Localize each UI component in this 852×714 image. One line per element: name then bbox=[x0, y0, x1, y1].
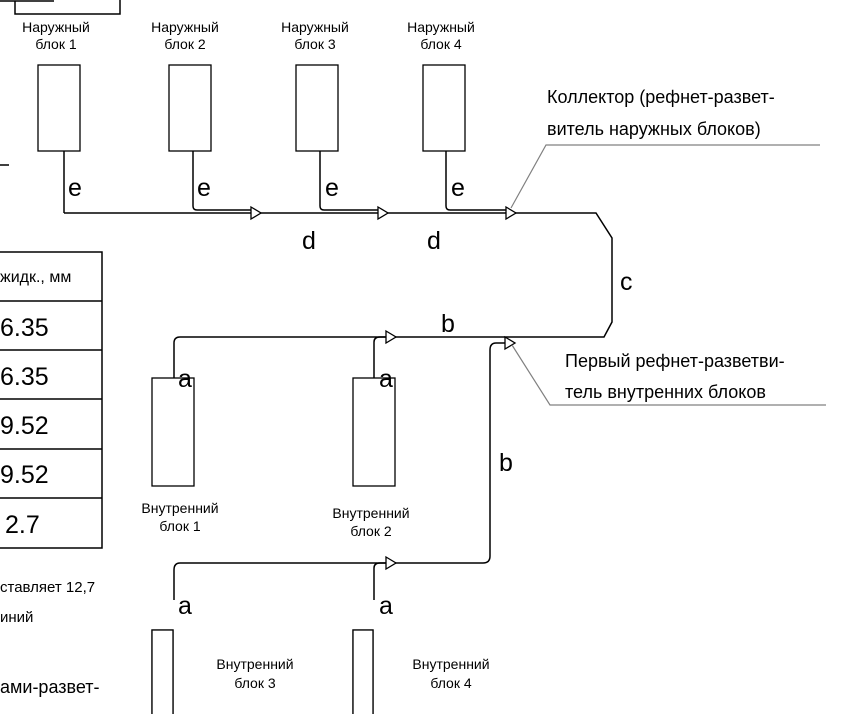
collector-note: Коллектор (рефнет-развет- bbox=[547, 87, 775, 107]
segment-label-d: d bbox=[427, 227, 441, 255]
segment-label-e: e bbox=[197, 174, 211, 202]
outdoor-unit-3-box bbox=[295, 64, 339, 152]
note-fragment: ами-развет- bbox=[0, 677, 100, 697]
segment-label-d: d bbox=[302, 227, 316, 255]
outdoor-unit-3-label: блок 3 bbox=[294, 36, 336, 52]
indoor-unit-3-label: Внутренний bbox=[216, 656, 293, 672]
indoor-unit-3-box bbox=[151, 629, 174, 714]
indoor-unit-4-label: блок 4 bbox=[430, 675, 472, 691]
indoor-unit-1-label: Внутренний bbox=[141, 500, 218, 516]
indoor-unit-1-label: блок 1 bbox=[159, 518, 201, 534]
outdoor-unit-2-label: Наружный bbox=[151, 19, 219, 35]
top-frame-edge bbox=[0, 0, 121, 15]
table-cell: 6.35 bbox=[0, 314, 49, 342]
refnet-arrow bbox=[385, 555, 398, 571]
table-header: жидк., мм bbox=[0, 269, 71, 286]
table-cell: 6.35 bbox=[0, 363, 49, 391]
segment-label-b: b bbox=[441, 310, 455, 338]
refnet-arrow bbox=[377, 205, 390, 221]
outdoor-unit-1-box bbox=[37, 64, 81, 152]
pipe-a-4 bbox=[373, 562, 386, 600]
refnet-arrow bbox=[250, 205, 263, 221]
first-refnet-leader bbox=[511, 344, 826, 406]
first-refnet-note: тель внутренних блоков bbox=[565, 382, 766, 402]
segment-label-c: c bbox=[620, 268, 633, 296]
segment-label-e: e bbox=[68, 174, 82, 202]
pipe-e-2 bbox=[192, 151, 251, 211]
note-fragment: ставляет 12,7 bbox=[0, 579, 95, 596]
refnet-arrow bbox=[504, 335, 517, 351]
segment-label-a: a bbox=[379, 365, 393, 393]
indoor-unit-1-box bbox=[151, 377, 195, 487]
pipe-e-3 bbox=[319, 151, 378, 211]
segment-label-e: e bbox=[325, 174, 339, 202]
first-refnet-note: Первый рефнет-разветви- bbox=[565, 351, 785, 371]
outdoor-unit-4-label: блок 4 bbox=[420, 36, 462, 52]
segment-label-b: b bbox=[499, 449, 513, 477]
indoor-unit-2-box bbox=[352, 377, 396, 487]
table-cell: 9.52 bbox=[0, 461, 49, 489]
diameter-table: жидк., мм 6.35 6.35 9.52 9.52 2.7 bbox=[0, 251, 103, 549]
segment-label-e: e bbox=[451, 174, 465, 202]
pipe-b-down bbox=[173, 342, 505, 600]
indoor-unit-3-label: блок 3 bbox=[234, 675, 276, 691]
outdoor-unit-4-box bbox=[422, 64, 466, 152]
note-fragment: иний bbox=[0, 609, 33, 626]
outdoor-unit-4-label: Наружный bbox=[407, 19, 475, 35]
table-cell: 9.52 bbox=[0, 412, 49, 440]
indoor-unit-2-label: блок 2 bbox=[350, 523, 392, 539]
refnet-arrow bbox=[505, 205, 518, 221]
collector-leader bbox=[510, 144, 820, 209]
segment-label-a: a bbox=[379, 592, 393, 620]
segment-label-a: a bbox=[178, 592, 192, 620]
outdoor-unit-2-box bbox=[168, 64, 212, 152]
outdoor-unit-3-label: Наружный bbox=[281, 19, 349, 35]
collector-note: витель наружных блоков) bbox=[547, 119, 761, 139]
pipe-e-4 bbox=[445, 151, 506, 211]
pipe-d-main bbox=[64, 212, 613, 378]
pipe-a-2 bbox=[373, 336, 386, 378]
outdoor-unit-2-label: блок 2 bbox=[164, 36, 206, 52]
indoor-unit-4-label: Внутренний bbox=[412, 656, 489, 672]
refnet-arrow bbox=[385, 329, 398, 345]
outdoor-unit-1-label: Наружный bbox=[22, 19, 90, 35]
indoor-unit-2-label: Внутренний bbox=[332, 505, 409, 521]
segment-label-a: a bbox=[178, 365, 192, 393]
indoor-unit-4-box bbox=[352, 629, 374, 714]
outdoor-unit-1-label: блок 1 bbox=[35, 36, 77, 52]
table-cell: 2.7 bbox=[5, 511, 40, 539]
